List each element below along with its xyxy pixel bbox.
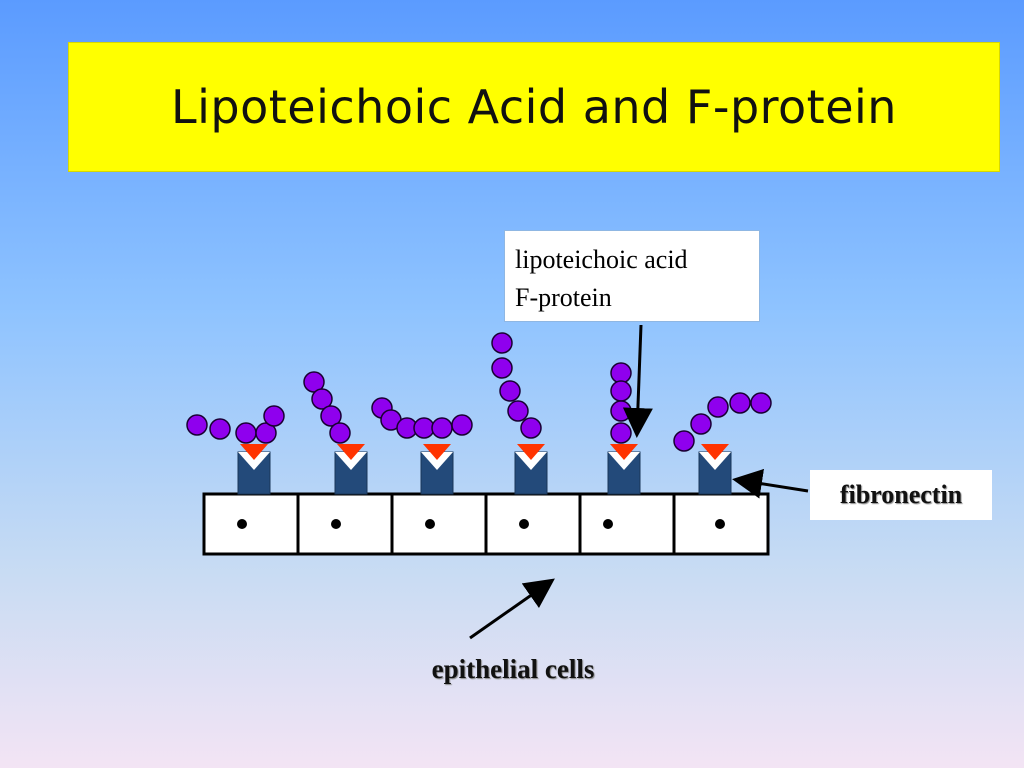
bead-chain: [186, 405, 285, 444]
fibronectin-receptor: [420, 444, 454, 495]
f-protein-triangle: [610, 444, 638, 460]
bead-chain: [610, 362, 632, 444]
title-banner: Lipoteichoic Acid and F-protein: [68, 42, 1000, 172]
f-protein-triangle: [517, 444, 545, 460]
cell-nucleus: [715, 519, 725, 529]
fibronectin-receptor: [607, 444, 641, 495]
bead-chain: [303, 371, 351, 444]
fibronectin-receptors: [237, 444, 732, 495]
fibronectin-label-arrow: [732, 468, 809, 499]
fibronectin-label: fibronectin: [810, 470, 992, 520]
fibronectin-receptor: [514, 444, 548, 495]
cell-nucleus: [425, 519, 435, 529]
lipoteichoic-f-protein-label: lipoteichoic acid F-protein: [504, 230, 760, 322]
f-protein-triangle: [240, 444, 268, 460]
epithelial-label-arrow: [469, 578, 555, 640]
cell-nucleus: [519, 519, 529, 529]
epithelial-cells-label: epithelial cells: [431, 654, 595, 684]
fibronectin-receptor: [237, 444, 271, 495]
lipoteichoic-acid-label: lipoteichoic acid: [515, 245, 688, 274]
cell-nucleus: [331, 519, 341, 529]
bead-chain: [371, 397, 473, 439]
f-protein-triangle: [423, 444, 451, 460]
f-protein-label: F-protein: [515, 283, 612, 312]
lipoteichoic-acid-chains: [186, 332, 772, 452]
cell-nucleus: [237, 519, 247, 529]
epithelial-cell-row: [202, 492, 770, 556]
f-protein-triangle: [701, 444, 729, 460]
fibronectin-receptor: [334, 444, 368, 495]
cell-nucleus: [603, 519, 613, 529]
bead-chain: [673, 392, 772, 452]
fibronectin-receptor: [698, 444, 732, 495]
lipoteichoic-label-arrow: [622, 324, 653, 438]
slide-title: Lipoteichoic Acid and F-protein: [171, 80, 897, 134]
bead-chain: [491, 332, 542, 439]
f-protein-triangle: [337, 444, 365, 460]
